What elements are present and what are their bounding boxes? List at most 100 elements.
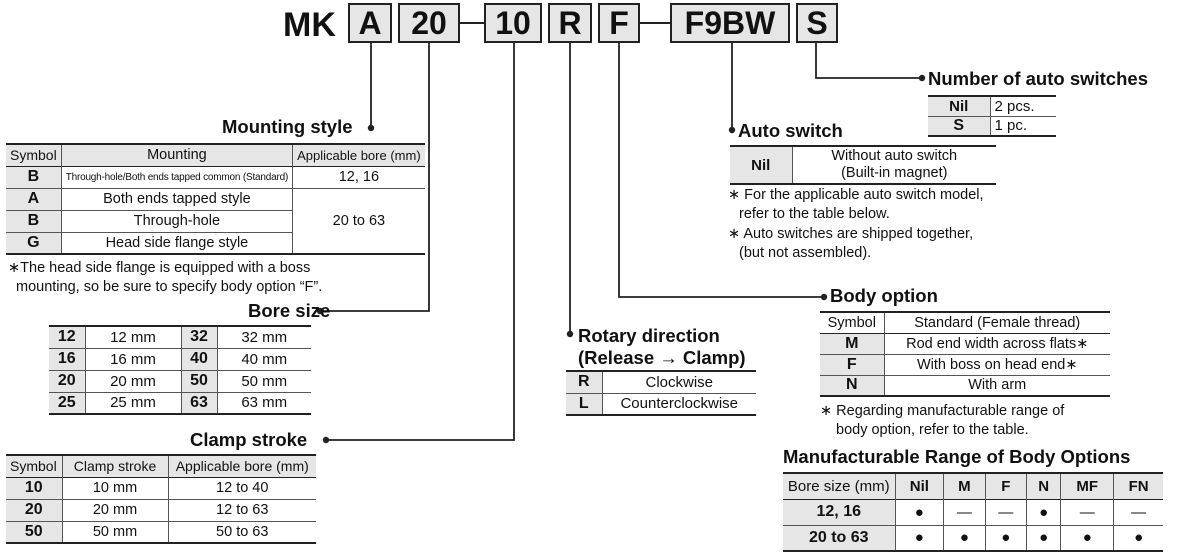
- rotary-symbol: L: [566, 393, 603, 415]
- mounting-header-mounting: Mounting: [61, 144, 294, 166]
- code-dash: [460, 22, 484, 24]
- switch-count-symbol: S: [928, 116, 991, 136]
- range-mark: —: [943, 499, 986, 525]
- mounting-note-2: mounting, so be sure to specify body opt…: [16, 279, 323, 295]
- range-mark: —: [1131, 503, 1147, 521]
- mounting-style-table: Symbol Mounting Applicable bore (mm) B T…: [6, 143, 425, 255]
- dot-switch: [728, 126, 736, 134]
- manufacturable-range-table: Bore size (mm) Nil M F N MF FN 12, 16 ● …: [783, 472, 1163, 552]
- body-header-symbol: Symbol: [820, 312, 885, 333]
- body-desc: With arm: [968, 377, 1027, 394]
- range-header-option: N: [1026, 473, 1062, 499]
- stroke-header-bore: Applicable bore (mm): [168, 455, 316, 477]
- bore-value: 63 mm: [241, 394, 288, 412]
- range-header-option: FN: [1113, 473, 1163, 499]
- bore-symbol: 25: [49, 392, 86, 414]
- mounting-symbol: A: [6, 188, 62, 210]
- rotary-symbol: R: [566, 371, 603, 393]
- bore-value: 20 mm: [85, 370, 182, 392]
- bore-value: 16 mm: [85, 348, 182, 370]
- mounting-note-1: ∗The head side flange is equipped with a…: [8, 260, 311, 276]
- dot-count: [918, 74, 926, 82]
- body-option-table: Symbol Standard (Female thread) M Rod en…: [820, 311, 1110, 397]
- auto-switch-note-2: refer to the table below.: [739, 206, 890, 222]
- mounting-symbol: B: [6, 166, 62, 188]
- range-mark: ●: [943, 525, 986, 551]
- stroke-symbol: 20: [6, 499, 63, 521]
- code-box-rotary: R: [548, 3, 592, 43]
- range-mark: ●: [895, 499, 945, 525]
- rotary-desc: Clockwise: [645, 373, 713, 391]
- switch-count-symbol: Nil: [928, 96, 991, 116]
- rotary-direction-title: Rotary direction: [578, 325, 720, 346]
- range-header-option: M: [943, 473, 986, 499]
- bore-symbol: 32: [181, 326, 218, 348]
- code-box-body: F: [598, 3, 640, 43]
- auto-switch-desc-2: (Built-in magnet): [841, 165, 948, 181]
- bore-size-table: 12 12 mm 32 32 mm 16 16 mm 40 40 mm 20 2…: [49, 325, 311, 415]
- body-option-note-2: body option, refer to the table.: [836, 422, 1029, 438]
- bore-value: 40 mm: [241, 350, 288, 368]
- rotary-direction-table: R Clockwise L Counterclockwise: [566, 370, 756, 416]
- auto-switch-symbol: Nil: [730, 146, 793, 184]
- dot-rotary: [566, 330, 574, 338]
- stroke-bore: 50 to 63: [216, 523, 269, 540]
- auto-switch-title: Auto switch: [738, 120, 843, 141]
- stroke-symbol: 50: [6, 521, 63, 543]
- mounting-desc: Through-hole/Both ends tapped common (St…: [61, 166, 294, 188]
- mounting-desc: Both ends tapped style: [61, 188, 294, 210]
- mounting-bore: 20 to 63: [332, 212, 386, 229]
- body-symbol: F: [820, 354, 885, 375]
- rotary-direction-subtitle: (Release → Clamp): [578, 347, 746, 368]
- dot-mounting: [367, 124, 375, 132]
- clamp-stroke-table: Symbol Clamp stroke Applicable bore (mm)…: [6, 454, 316, 544]
- bore-symbol: 50: [181, 370, 218, 392]
- range-mark: —: [985, 499, 1028, 525]
- range-mark: ●: [1026, 499, 1062, 525]
- stroke-header-symbol: Symbol: [6, 455, 63, 477]
- mounting-bore: 12, 16: [338, 169, 380, 185]
- code-box-switch: F9BW: [670, 3, 790, 43]
- bore-symbol: 16: [49, 348, 86, 370]
- auto-switch-note-1: ∗ For the applicable auto switch model,: [728, 187, 984, 203]
- bore-symbol: 12: [49, 326, 86, 348]
- dot-body: [820, 293, 828, 301]
- range-mark: ●: [895, 525, 945, 551]
- mounting-symbol: G: [6, 232, 62, 254]
- auto-switch-desc: Without auto switch (Built-in magnet): [792, 146, 996, 184]
- code-box-bore: 20: [398, 3, 460, 43]
- range-mark: —: [1060, 499, 1115, 525]
- range-header-option: Nil: [895, 473, 945, 499]
- range-mark: ●: [1060, 525, 1115, 551]
- auto-switch-desc-1: Without auto switch: [831, 148, 958, 164]
- stroke-value: 50 mm: [62, 521, 169, 543]
- dot-stroke: [322, 436, 330, 444]
- mounting-desc: Head side flange style: [61, 232, 294, 254]
- body-desc: With boss on head end∗: [917, 356, 1078, 373]
- body-header-standard: Standard (Female thread): [914, 314, 1081, 331]
- mounting-symbol: B: [6, 210, 62, 232]
- range-bore: 20 to 63: [783, 525, 896, 551]
- manufacturable-range-title: Manufacturable Range of Body Options: [783, 446, 1131, 467]
- switch-count-title: Number of auto switches: [928, 68, 1148, 89]
- stroke-bore: 12 to 63: [216, 502, 269, 518]
- stroke-bore: 12 to 40: [216, 480, 269, 496]
- stroke-value: 20 mm: [62, 499, 169, 521]
- stroke-symbol: 10: [6, 477, 63, 499]
- bore-size-title: Bore size: [248, 300, 331, 321]
- body-option-title: Body option: [830, 285, 938, 306]
- code-dash: [640, 22, 670, 24]
- range-mark: ●: [985, 525, 1028, 551]
- bore-symbol: 40: [181, 348, 218, 370]
- range-bore: 12, 16: [783, 499, 896, 525]
- model-prefix: MK: [283, 6, 336, 44]
- dot-bore: [316, 307, 324, 315]
- auto-switch-note-4: (but not assembled).: [739, 245, 872, 261]
- bore-value: 50 mm: [241, 372, 288, 390]
- mounting-header-symbol: Symbol: [6, 144, 62, 166]
- auto-switch-note-3: ∗ Auto switches are shipped together,: [728, 226, 974, 242]
- body-symbol: N: [820, 375, 885, 396]
- stroke-value: 10 mm: [62, 477, 169, 499]
- body-desc: Rod end width across flats∗: [906, 335, 1089, 352]
